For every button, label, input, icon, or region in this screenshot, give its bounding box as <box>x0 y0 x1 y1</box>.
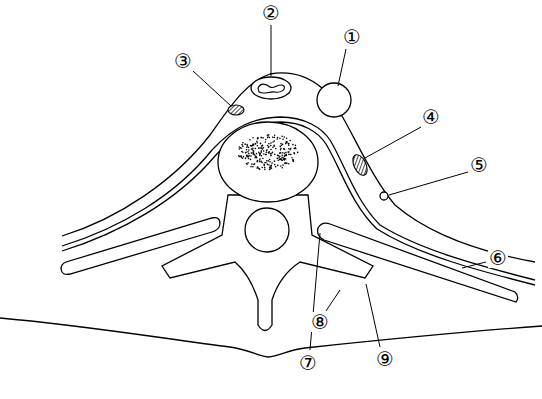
aorta <box>317 83 351 117</box>
esophagus <box>251 77 291 99</box>
vertebral-body <box>218 122 318 202</box>
callout-number: ② <box>261 3 281 23</box>
callout-number: ① <box>342 27 362 47</box>
leader-line <box>271 25 272 76</box>
vertebral-arch <box>162 195 373 331</box>
leader-line <box>365 127 421 158</box>
callout-number: ⑧ <box>310 312 330 332</box>
leader-line <box>462 262 486 268</box>
callout-number: ③ <box>173 51 193 71</box>
leader-line <box>338 49 346 86</box>
hatched-vessel <box>350 152 370 177</box>
callout-number: ④ <box>421 107 441 127</box>
callout-number: ⑦ <box>298 353 318 373</box>
esophagus-lumen <box>258 84 284 93</box>
callout-number: ⑥ <box>488 248 508 268</box>
leader-line <box>389 172 468 195</box>
callout-number: ⑤ <box>469 155 489 175</box>
leader-line <box>310 233 320 350</box>
bone-stippling <box>238 134 298 170</box>
leader-line <box>326 290 340 311</box>
leader-line <box>193 71 231 106</box>
hatched-vessel <box>228 105 244 115</box>
callout-number: ⑨ <box>375 349 395 369</box>
leader-line <box>366 284 380 347</box>
small-nerve <box>380 192 388 200</box>
vertebral-foramen <box>245 208 289 252</box>
